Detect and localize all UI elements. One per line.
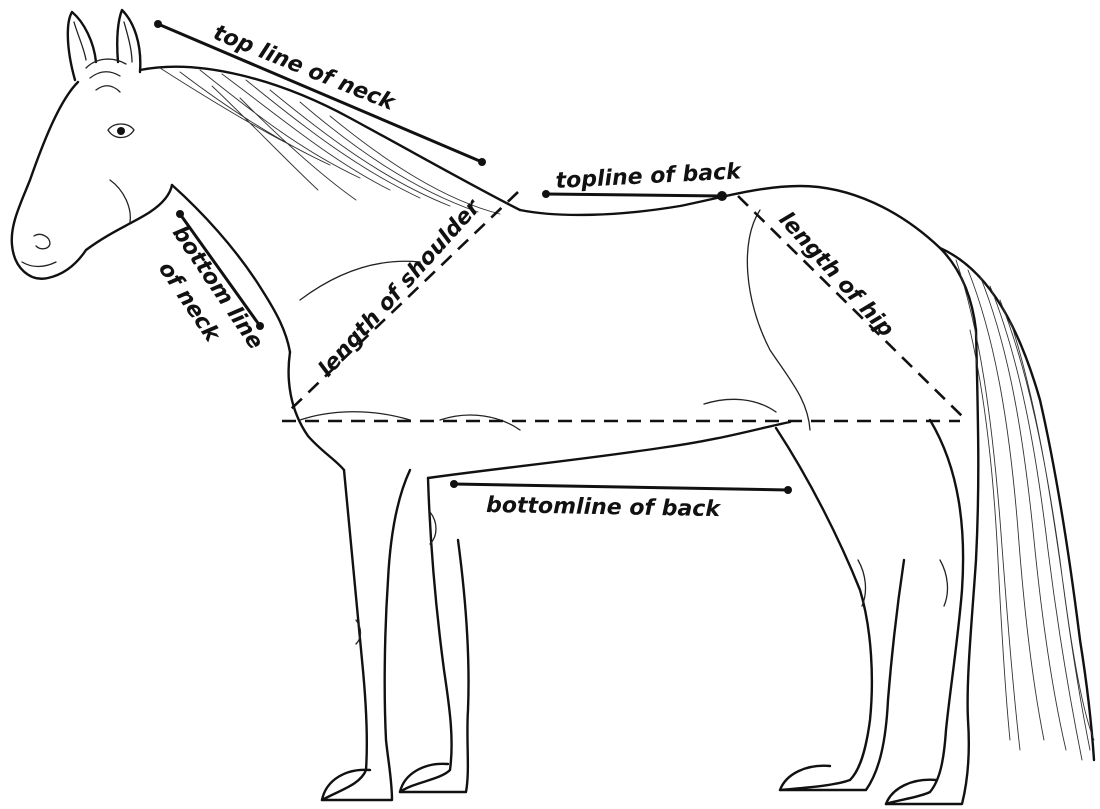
bottomline-of-back-line [454,484,788,490]
nostril [34,234,50,248]
label-length-of-hip: length of hip [774,207,899,342]
bottomline-of-back-endpoint [450,480,458,488]
topline-of-back-endpoint [542,190,550,198]
hind-leg-near [776,428,904,790]
flank [704,399,776,412]
top-line-of-neck-line [158,24,482,162]
ear-inner-right [124,22,132,62]
eye-pupil [117,127,125,135]
topline-of-back-endpoint [717,191,727,201]
cheek [110,180,130,222]
hind-leg-far [886,330,978,804]
measurement-lines [154,20,966,494]
mouth [22,262,56,267]
label-length-of-shoulder: length of shoulder [314,195,486,383]
label-top-line-of-neck: top line of neck [210,20,400,116]
knee-detail [356,512,436,644]
belly [428,422,790,478]
forelock [86,59,126,92]
top-line-of-neck-endpoint [154,20,162,28]
front-leg-near [322,470,410,800]
label-topline-of-back: topline of back [555,159,743,194]
bottom-line-of-neck-endpoint [176,210,184,218]
top-line-of-neck-endpoint [478,158,486,166]
horse-illustration [12,10,1094,804]
label-bottomline-of-back: bottomline of back [486,493,722,522]
elbow [440,415,520,430]
bottomline-of-back-endpoint [784,486,792,494]
tail-outline [940,248,1094,760]
topline-of-back-line [546,194,722,196]
front-leg-far [400,478,469,792]
back-line [520,186,976,330]
head [12,82,172,279]
